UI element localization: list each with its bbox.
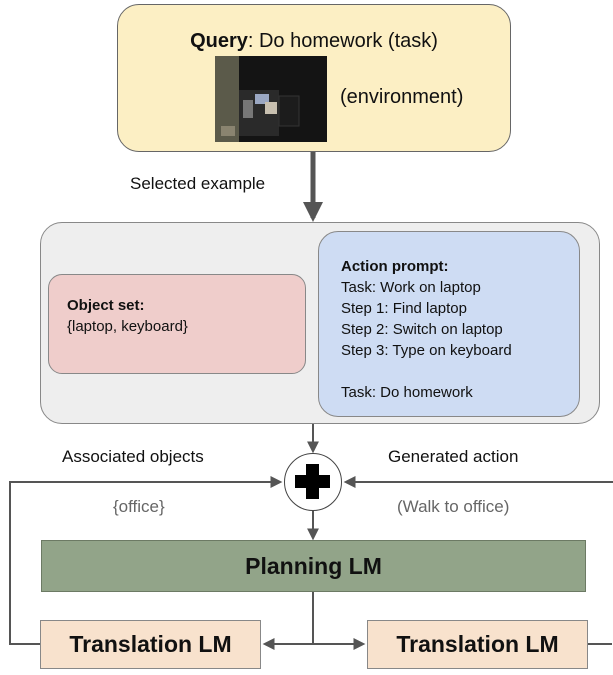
- plus-icon: [295, 464, 330, 499]
- environment-label: (environment): [340, 86, 464, 108]
- generated-action-label: Generated action: [388, 447, 519, 466]
- selected-example-label: Selected example: [130, 174, 266, 193]
- action-prompt-line: Step 2: Switch on laptop: [341, 321, 503, 338]
- query-title: Query: Do homework (task): [117, 30, 511, 53]
- action-prompt-line: Task: Work on laptop: [341, 279, 481, 296]
- environment-render-icon: [215, 56, 327, 142]
- action-prompt-line: Step 3: Type on keyboard: [341, 342, 512, 359]
- object-set-heading: Object set:: [67, 297, 145, 314]
- action-prompt-line: Step 1: Find laptop: [341, 300, 467, 317]
- action-prompt-heading: Action prompt:: [341, 258, 449, 275]
- associated-objects-label: Associated objects: [62, 447, 204, 466]
- query-label: Query: [190, 30, 248, 52]
- walk-example-label: (Walk to office): [397, 497, 510, 516]
- object-set-value: {laptop, keyboard}: [67, 318, 188, 335]
- planning-lm-box: Planning LM: [41, 540, 586, 592]
- office-example-label: {office}: [113, 497, 165, 516]
- object-set-box: Object set: {laptop, keyboard}: [48, 274, 306, 374]
- environment-image: [215, 56, 327, 142]
- translation-lm-right-box: Translation LM: [367, 620, 588, 669]
- associated-objects-loop: [9, 476, 283, 645]
- action-prompt-box: Action prompt: Task: Work on laptop Step…: [318, 231, 580, 417]
- combine-node: [284, 453, 342, 511]
- query-task: : Do homework (task): [247, 30, 438, 52]
- translation-lm-left-box: Translation LM: [40, 620, 261, 669]
- action-prompt-final-task: Task: Do homework: [341, 384, 473, 401]
